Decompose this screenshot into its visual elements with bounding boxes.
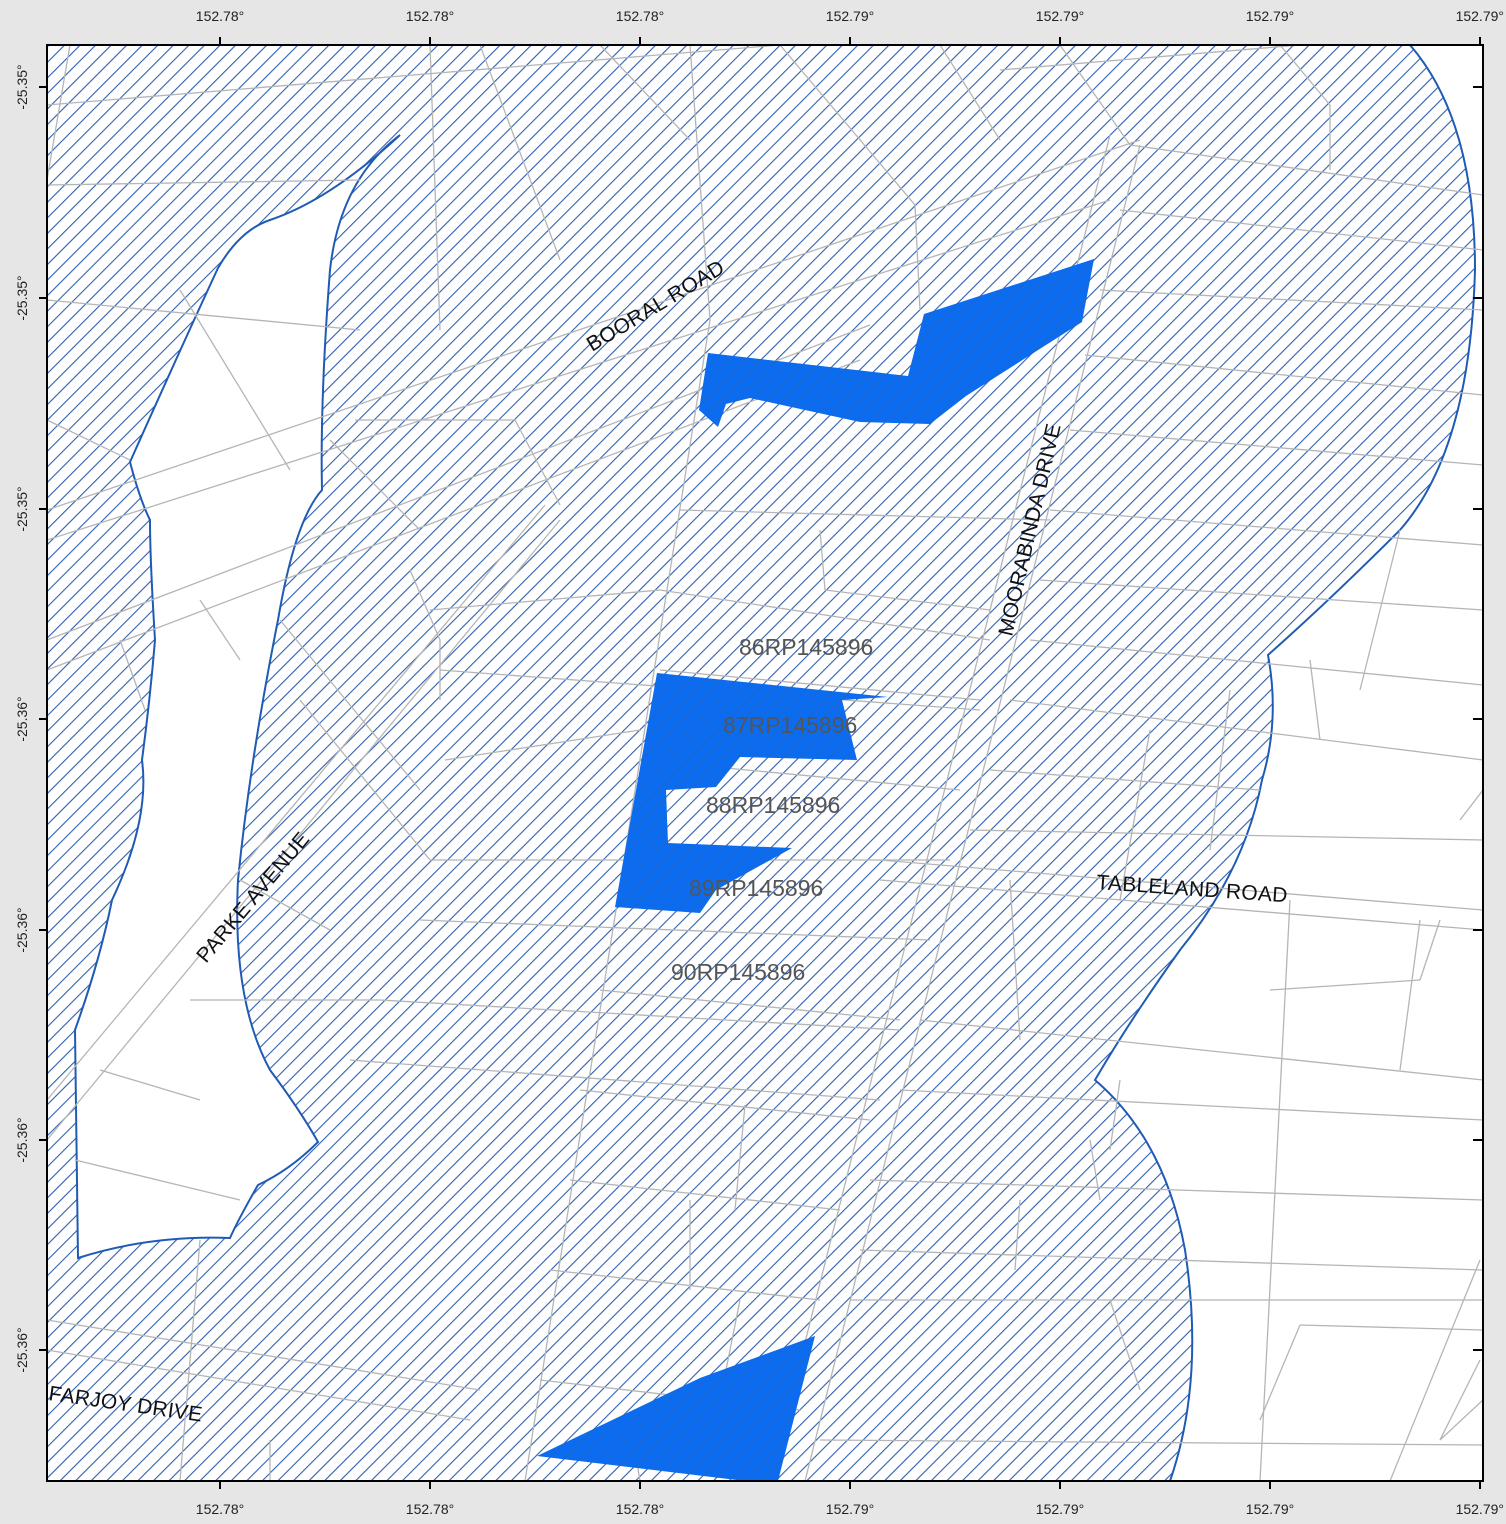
bottom-tick-label: 152.79° — [826, 1501, 874, 1517]
top-tick-labels: 152.78° 152.78° 152.78° 152.79° 152.79° … — [196, 8, 1504, 24]
top-tick-label: 152.79° — [1246, 8, 1294, 24]
top-tick-label: 152.78° — [406, 8, 454, 24]
bottom-tick-label: 152.79° — [1456, 1501, 1504, 1517]
left-tick-label: -25.35° — [14, 486, 30, 531]
bottom-tick-label: 152.78° — [196, 1501, 244, 1517]
left-tick-label: -25.36° — [14, 1327, 30, 1372]
left-tick-label: -25.36° — [14, 696, 30, 741]
left-tick-label: -25.36° — [14, 907, 30, 952]
top-tick-label: 152.78° — [196, 8, 244, 24]
hatched-zone — [47, 45, 1477, 1481]
parcel-label: 88RP145896 — [706, 792, 840, 818]
left-tick-labels: -25.35° -25.35° -25.35° -25.36° -25.36° … — [14, 64, 30, 1372]
top-tick-label: 152.79° — [1456, 8, 1504, 24]
left-tick-label: -25.35° — [14, 64, 30, 109]
bottom-tick-labels: 152.78° 152.78° 152.78° 152.79° 152.79° … — [196, 1501, 1504, 1517]
parcel-label: 89RP145896 — [689, 875, 823, 901]
highlighted-regions — [537, 259, 1094, 1481]
map-frame — [46, 44, 1484, 1482]
parcel-label: 86RP145896 — [739, 634, 873, 660]
parcel-lines — [47, 45, 1483, 1481]
parcel-label: 87RP145896 — [723, 712, 857, 738]
bottom-tick-label: 152.78° — [406, 1501, 454, 1517]
graticule-ticks — [39, 37, 1483, 1489]
top-tick-label: 152.78° — [616, 8, 664, 24]
top-tick-label: 152.79° — [1036, 8, 1084, 24]
bottom-tick-label: 152.79° — [1036, 1501, 1084, 1517]
left-tick-label: -25.35° — [14, 275, 30, 320]
bottom-tick-label: 152.78° — [616, 1501, 664, 1517]
bottom-tick-label: 152.79° — [1246, 1501, 1294, 1517]
left-tick-label: -25.36° — [14, 1117, 30, 1162]
parcel-label: 90RP145896 — [671, 959, 805, 985]
top-tick-label: 152.79° — [826, 8, 874, 24]
